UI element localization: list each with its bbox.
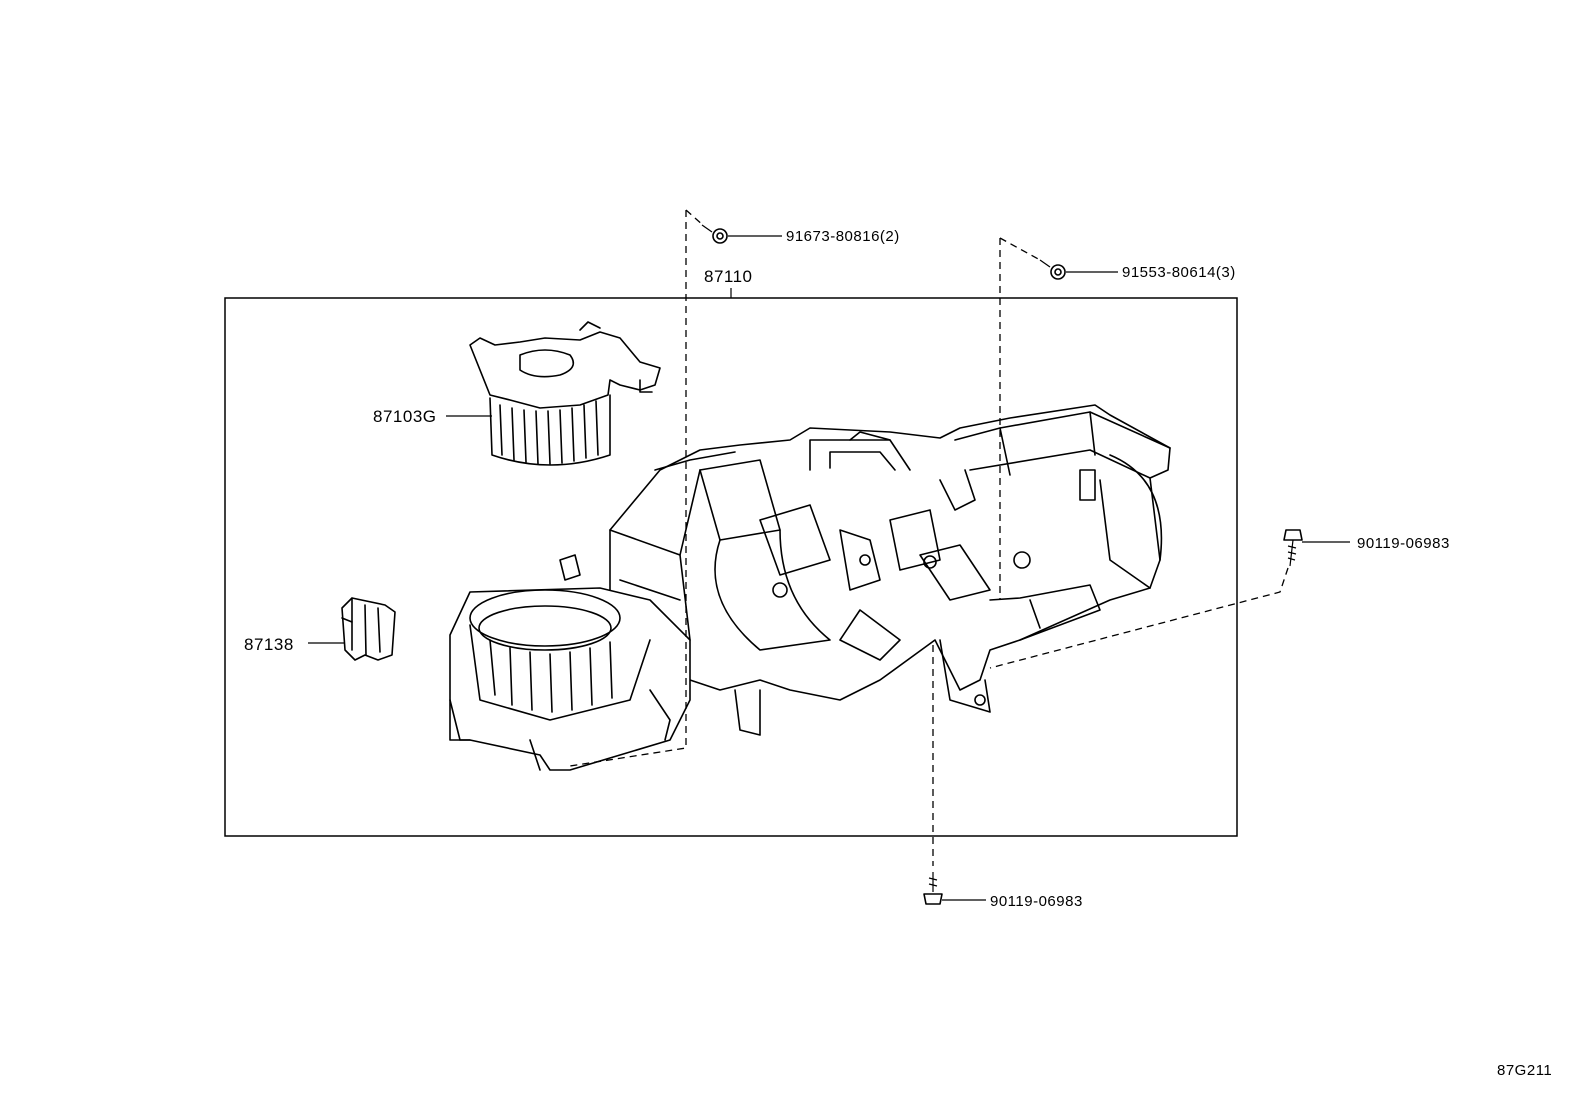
- dash-line-top-left: [569, 210, 687, 767]
- bolt-bottom-icon: [923, 872, 943, 905]
- dash-line-top-left-screw: [685, 209, 705, 227]
- blower-case-icon: [449, 554, 691, 771]
- label-screw-top-right: 91553-80614(3): [1122, 264, 1236, 281]
- screw-top-right-icon: [1039, 259, 1066, 280]
- heater-unit-icon: [609, 404, 1171, 736]
- bolt-right-icon: [1283, 529, 1303, 567]
- label-bolt-bottom: 90119-06983: [990, 893, 1083, 910]
- blower-motor-icon: [469, 321, 661, 466]
- label-screw-top-left: 91673-80816(2): [786, 228, 900, 245]
- resistor-icon: [341, 597, 396, 661]
- diagram-code: 87G211: [1497, 1062, 1552, 1079]
- label-bolt-right: 90119-06983: [1357, 535, 1450, 552]
- screw-top-left-icon: [701, 224, 728, 244]
- dash-line-top-right-screw: [999, 237, 1041, 261]
- dash-line-right: [989, 567, 1289, 669]
- label-resistor: 87138: [244, 635, 294, 654]
- label-blower-motor: 87103G: [373, 407, 437, 426]
- label-assembly: 87110: [704, 267, 753, 286]
